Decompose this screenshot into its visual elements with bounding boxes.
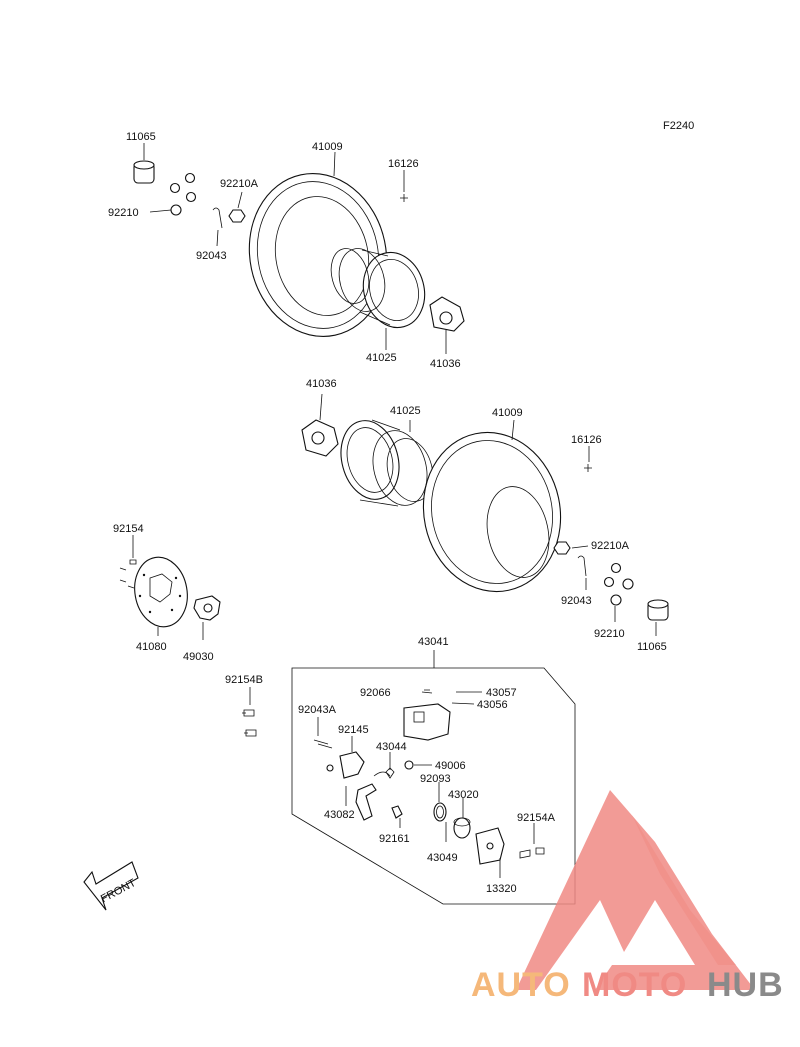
label-43082: 43082 xyxy=(324,809,355,821)
pad-spring-92145 xyxy=(326,736,365,779)
label-92145: 92145 xyxy=(338,724,369,736)
valve-16126-top xyxy=(400,170,408,202)
bracket-49030 xyxy=(193,595,221,640)
label-43044: 43044 xyxy=(376,741,407,753)
caliper-body xyxy=(403,689,482,741)
label-41036-mid: 41036 xyxy=(306,378,337,390)
label-92043A: 92043A xyxy=(298,704,337,716)
watermark-text-hub: HUB xyxy=(707,966,784,1004)
label-41036-top: 41036 xyxy=(430,358,461,370)
label-92066: 92066 xyxy=(360,687,391,699)
label-16126-top: 16126 xyxy=(388,158,419,170)
hub-41036-mid xyxy=(301,393,339,457)
rim-41025-top xyxy=(330,248,426,350)
label-92043-mid: 92043 xyxy=(561,595,592,607)
nut-49006 xyxy=(404,760,432,770)
label-92154B: 92154B xyxy=(225,674,263,686)
holder-43044 xyxy=(385,752,395,779)
label-92043-top: 92043 xyxy=(196,250,227,262)
label-13320: 13320 xyxy=(486,883,517,895)
label-43057: 43057 xyxy=(486,687,517,699)
label-92093: 92093 xyxy=(420,773,451,785)
label-11065-mid: 11065 xyxy=(637,641,667,653)
castle-nut-92210A-mid xyxy=(553,541,589,555)
label-16126-mid: 16126 xyxy=(571,434,602,446)
label-41025-top: 41025 xyxy=(366,352,397,364)
label-49006: 49006 xyxy=(435,760,466,772)
label-49030: 49030 xyxy=(183,651,214,663)
label-41080: 41080 xyxy=(136,641,167,653)
cotter-pin-92043-mid xyxy=(577,555,587,590)
figure-code: F2240 xyxy=(663,120,694,132)
bolts-92154A xyxy=(519,823,545,859)
front-arrow: FRONT xyxy=(83,861,139,911)
label-43049: 43049 xyxy=(427,852,458,864)
label-92210-top: 92210 xyxy=(108,207,139,219)
label-41009-top: 41009 xyxy=(312,141,343,153)
cotter-pin-92043-top xyxy=(212,207,223,247)
label-41009-mid: 41009 xyxy=(492,407,523,419)
label-92161: 92161 xyxy=(379,833,410,845)
watermark: AUTO MOTO HUB xyxy=(471,790,784,1004)
label-43020: 43020 xyxy=(448,789,479,801)
label-92154: 92154 xyxy=(113,523,144,535)
pad-13320 xyxy=(475,827,505,878)
nuts-cluster-mid xyxy=(603,562,634,622)
tire-41009-mid xyxy=(422,419,562,593)
label-11065-top: 11065 xyxy=(126,131,156,143)
bolts-92154B xyxy=(242,687,257,737)
label-43056: 43056 xyxy=(477,699,508,711)
hub-41036-top xyxy=(429,296,465,354)
label-92210A-top: 92210A xyxy=(220,178,259,190)
label-92210A-mid: 92210A xyxy=(591,540,630,552)
watermark-text-moto: MOTO xyxy=(582,966,687,1004)
valve-16126-mid xyxy=(584,446,592,472)
nuts-cluster-top xyxy=(149,172,197,216)
label-43041: 43041 xyxy=(418,636,449,648)
cap-11065-top xyxy=(133,143,155,184)
label-41025-mid: 41025 xyxy=(390,405,421,417)
brake-disc-41080 xyxy=(134,556,188,636)
cap-11065-mid xyxy=(647,599,669,636)
bracket-43082 xyxy=(345,771,391,821)
watermark-triangle-icon xyxy=(516,790,755,990)
tire-41009-top xyxy=(248,151,388,337)
castle-nut-92210A-top xyxy=(228,191,246,223)
label-92154A: 92154A xyxy=(517,812,556,824)
rim-41025-mid xyxy=(340,419,434,507)
bolts-92154 xyxy=(119,535,137,589)
pins-92043A xyxy=(313,717,333,749)
label-92210-mid: 92210 xyxy=(594,628,625,640)
watermark-text-auto: AUTO xyxy=(471,966,571,1004)
seals-pistons xyxy=(433,782,471,842)
bolt-92161 xyxy=(391,805,403,828)
